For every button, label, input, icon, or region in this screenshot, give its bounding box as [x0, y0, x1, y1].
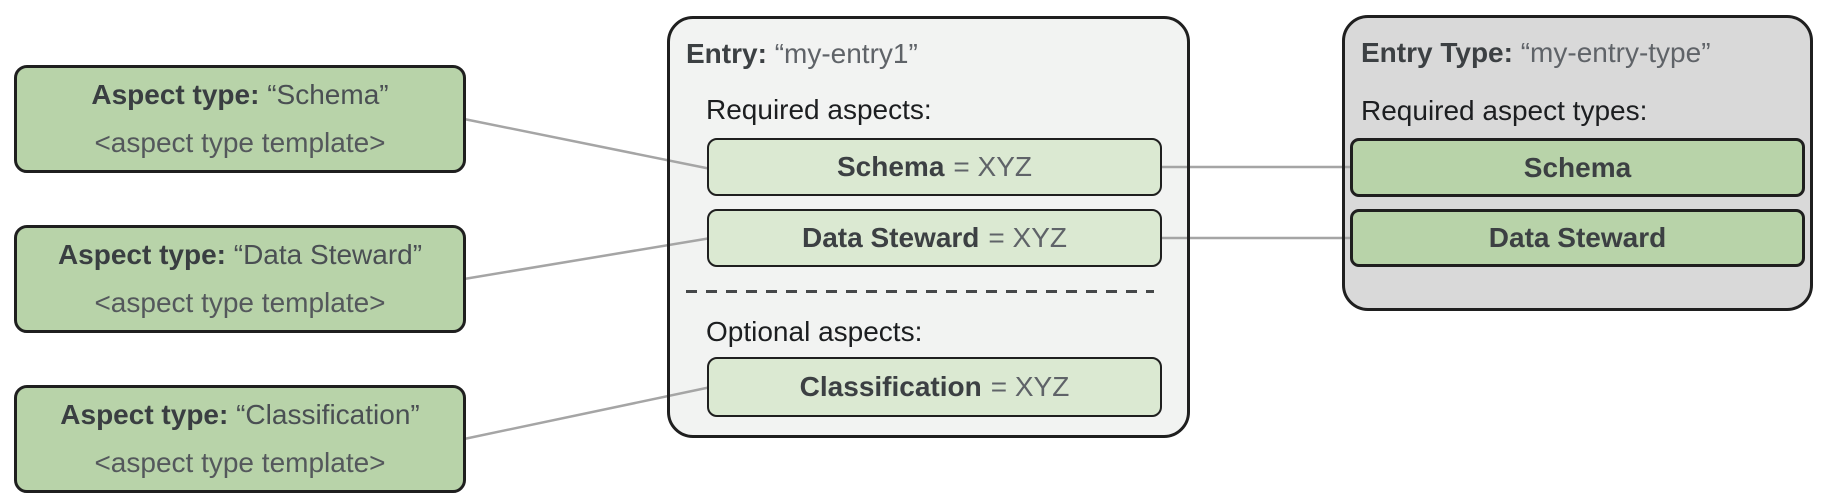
- aspect-name: Schema: [837, 151, 945, 182]
- aspect-type-title: Aspect type: “Schema”: [91, 79, 388, 111]
- aspect-type-label: Aspect type:: [91, 78, 260, 110]
- optional-aspects-heading: Optional aspects:: [706, 316, 923, 347]
- aspect-name: Data Steward: [802, 222, 980, 253]
- entry-title: Entry: “my-entry1”: [686, 38, 918, 70]
- aspect-type-label: Aspect type:: [57, 238, 226, 270]
- dashed-divider: [686, 290, 1154, 293]
- aspect-type-box-schema: Aspect type: “Schema” <aspect type templ…: [14, 65, 466, 173]
- aspect-type-title: Aspect type: “Classification”: [60, 399, 419, 431]
- required-aspects-heading: Required aspects:: [706, 94, 932, 125]
- entry-label: Entry:: [686, 38, 767, 69]
- aspect-value: = XYZ: [990, 371, 1070, 402]
- aspect-type-name: “Schema”: [267, 78, 389, 110]
- entry-type-title: Entry Type: “my-entry-type”: [1361, 37, 1711, 69]
- aspect-type-box-data-steward: Aspect type: “Data Steward” <aspect type…: [14, 225, 466, 333]
- aspect-value: = XYZ: [953, 151, 1032, 182]
- aspect-type-title: Aspect type: “Data Steward”: [58, 239, 422, 271]
- entry-type-name: “my-entry-type”: [1520, 37, 1711, 68]
- entry-type-pill-schema: Schema: [1350, 138, 1805, 197]
- aspect-value: = XYZ: [988, 222, 1067, 253]
- aspect-type-name: Schema: [1523, 151, 1632, 183]
- entry-aspect-pill-classification: Classification = XYZ: [707, 357, 1162, 417]
- aspect-type-template: <aspect type template>: [94, 127, 386, 158]
- entry-aspect-pill-data-steward: Data Steward = XYZ: [707, 209, 1162, 267]
- aspect-type-name: Data Steward: [1488, 222, 1667, 253]
- aspect-type-name: “Data Steward”: [233, 238, 423, 270]
- entry-type-container: Entry Type: “my-entry-type” Required asp…: [1342, 15, 1813, 311]
- aspect-type-template: <aspect type template>: [94, 287, 386, 318]
- entry-type-pill-data-steward: Data Steward: [1350, 209, 1805, 267]
- entry-container: Entry: “my-entry1” Required aspects: Sch…: [667, 16, 1190, 438]
- aspect-type-name: “Classification”: [236, 398, 420, 430]
- required-aspect-types-heading: Required aspect types:: [1361, 95, 1648, 126]
- entry-name: “my-entry1”: [774, 38, 918, 69]
- aspect-type-template: <aspect type template>: [94, 447, 386, 478]
- entry-aspect-pill-schema: Schema = XYZ: [707, 138, 1162, 196]
- aspect-type-label: Aspect type:: [60, 398, 229, 430]
- entry-type-label: Entry Type:: [1361, 37, 1513, 68]
- aspect-name: Classification: [799, 371, 982, 402]
- aspect-type-box-classification: Aspect type: “Classification” <aspect ty…: [14, 385, 466, 493]
